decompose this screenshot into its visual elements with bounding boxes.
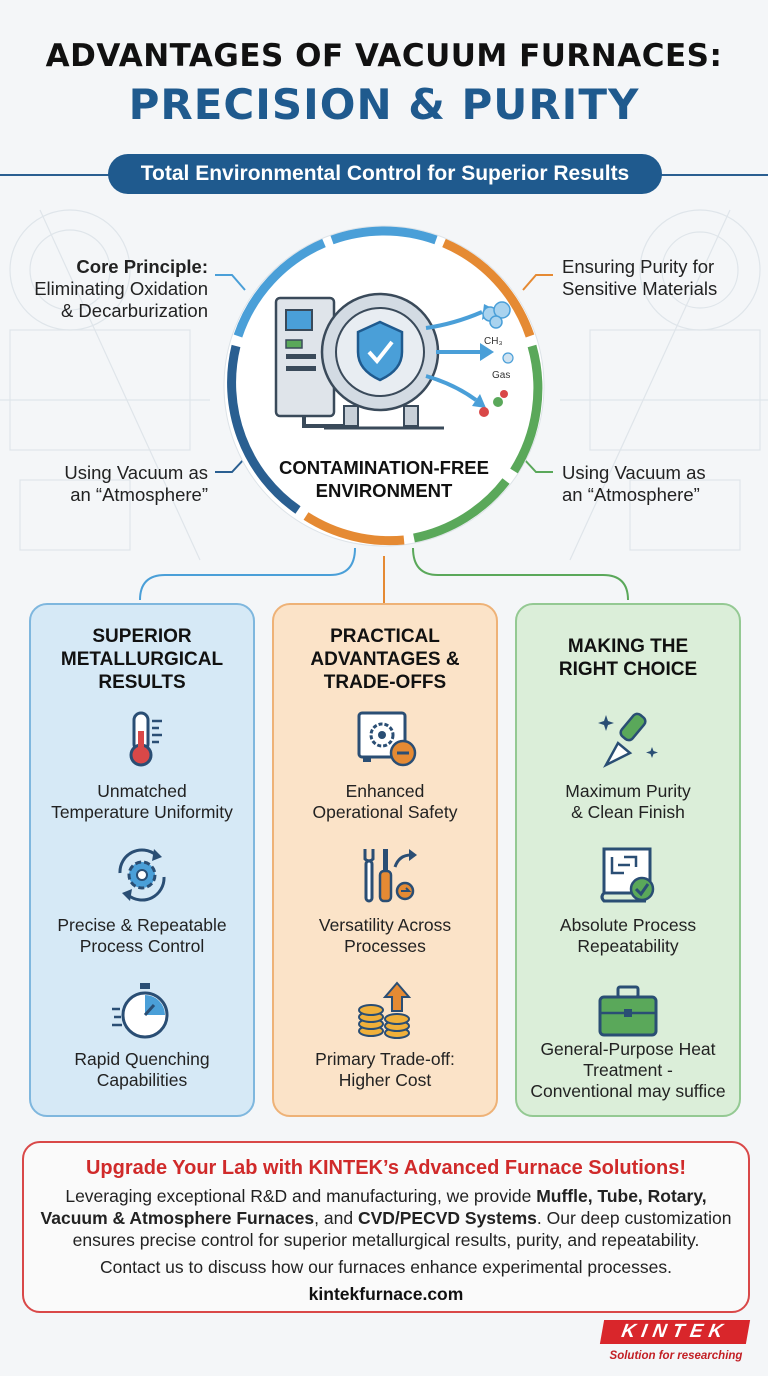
furnace-icon [274,292,444,430]
hub-center-label: CONTAMINATION-FREE ENVIRONMENT [250,456,518,502]
coins-icon [358,981,412,1039]
subtitle-banner: Total Environmental Control for Superior… [108,154,662,194]
item-label: Versatility Across Processes [274,915,496,957]
title-line-2: PRECISION & PURITY [128,80,640,129]
hub-note-top-left: Core Principle: Eliminating Oxidation & … [20,256,208,322]
thermometer-icon [129,711,162,767]
column-title-line: RIGHT CHOICE [558,659,698,680]
hub-center-line-2: ENVIRONMENT [315,480,453,501]
column-title-line: MAKING THE [567,636,689,657]
column-title-line: PRACTICAL [330,626,440,647]
kintek-logo: KINTEK [599,1320,751,1344]
item-label: Unmatched Temperature Uniformity [31,781,253,823]
gas-outflow-arrows [425,304,496,408]
item-label-line: Primary Trade-off: [315,1049,455,1069]
item-label-line: Processes [344,936,426,956]
column-right-choice: MAKING THE RIGHT CHOICE Maximum Purity &… [515,603,741,1117]
column-title-line: TRADE-OFFS [323,672,447,693]
sparkle-brush-icon [598,712,658,768]
gas-label-gas: Gas [492,370,510,381]
cta-body-bold: CVD/PECVD Systems [357,1208,537,1228]
vacuum-text-right-2: an “Atmosphere” [562,484,700,505]
gas-molecules-icon [479,301,514,417]
cta-box: Upgrade Your Lab with KINTEK’s Advanced … [22,1141,750,1313]
tools-icon [363,849,417,903]
cta-body-text: . Our deep customization ensures precise… [72,1208,732,1250]
item-label-line: Rapid Quenching [74,1049,210,1069]
vacuum-text-right-1: Using Vacuum as [562,462,706,483]
item-label: Absolute Process Repeatability [517,915,739,957]
hub-circle: CH₃ Gas [223,225,545,547]
hub-connectors [139,274,629,603]
stopwatch-icon [112,983,169,1039]
column-title: SUPERIOR METALLURGICAL RESULTS [31,625,253,694]
cta-body-text: Leveraging exceptional R&D and manufactu… [65,1186,537,1206]
hub-note-bottom-left: Using Vacuum as an “Atmosphere” [20,462,208,506]
column-title: MAKING THE RIGHT CHOICE [517,635,739,681]
logo-tagline: Solution for researching [609,1350,743,1362]
item-label-line: Higher Cost [338,1070,432,1090]
item-label-line: Absolute Process [559,915,697,935]
hub-note-bottom-right: Using Vacuum as an “Atmosphere” [562,462,752,506]
item-label-line: & Clean Finish [571,802,685,822]
item-label: Enhanced Operational Safety [274,781,496,823]
item-label-line: Enhanced [345,781,425,801]
column-title-line: RESULTS [98,672,186,693]
purity-text-2: Sensitive Materials [562,278,718,299]
purity-text-1: Ensuring Purity for [562,256,715,277]
item-label: Maximum Purity & Clean Finish [517,781,739,823]
item-label-line: Temperature Uniformity [51,802,233,822]
cta-body: Leveraging exceptional R&D and manufactu… [38,1185,734,1251]
blueprint-check-icon [600,847,655,903]
cta-body-bold: Muffle, Tube, Rotary, Vacuum & Atmospher… [40,1186,707,1228]
column-title-line: METALLURGICAL [60,649,224,670]
gas-label-ch3: CH₃ [484,336,503,347]
item-label-line: Repeatability [577,936,679,956]
cta-body-text: , and [314,1208,358,1228]
item-label-line: Unmatched [97,781,187,801]
toolbox-icon [598,985,658,1037]
cta-headline: Upgrade Your Lab with KINTEK’s Advanced … [85,1157,687,1179]
safe-icon [357,711,417,767]
item-label: Precise & Repeatable Process Control [31,915,253,957]
column-title-line: SUPERIOR [92,626,192,647]
item-label-line: Process Control [79,936,205,956]
item-label: Rapid Quenching Capabilities [31,1049,253,1091]
core-principle-text-2: & Decarburization [60,300,208,321]
item-label-line: Operational Safety [312,802,458,822]
website-link[interactable]: kintekfurnace.com [308,1284,464,1304]
cta-contact: Contact us to discuss how our furnaces e… [100,1257,672,1277]
hub-note-top-right: Ensuring Purity for Sensitive Materials [562,256,752,300]
item-label-line: Capabilities [96,1070,188,1090]
gear-cycle-icon [118,848,166,902]
column-practical-advantages: PRACTICAL ADVANTAGES & TRADE-OFFS Enhanc… [272,603,498,1117]
item-label: General-Purpose Heat Treatment - Convent… [517,1039,739,1102]
item-label-line: Treatment - [583,1060,673,1080]
title-line-1: ADVANTAGES OF VACUUM FURNACES: [45,38,723,74]
item-label: Primary Trade-off: Higher Cost [274,1049,496,1091]
item-label-line: Precise & Repeatable [57,915,227,935]
hub-center-line-1: CONTAMINATION-FREE [279,457,489,478]
item-label-line: Conventional may suffice [530,1081,726,1101]
column-title: PRACTICAL ADVANTAGES & TRADE-OFFS [274,625,496,694]
core-principle-text-1: Eliminating Oxidation [34,278,208,299]
column-title-line: ADVANTAGES & [310,649,460,670]
column-superior-results: SUPERIOR METALLURGICAL RESULTS Unmatched… [29,603,255,1117]
core-principle-label: Core Principle: [76,256,208,277]
item-label-line: General-Purpose Heat [540,1039,716,1059]
vacuum-text-left-1: Using Vacuum as [64,462,208,483]
item-label-line: Versatility Across [318,915,452,935]
item-label-line: Maximum Purity [565,781,691,801]
vacuum-text-left-2: an “Atmosphere” [70,484,208,505]
